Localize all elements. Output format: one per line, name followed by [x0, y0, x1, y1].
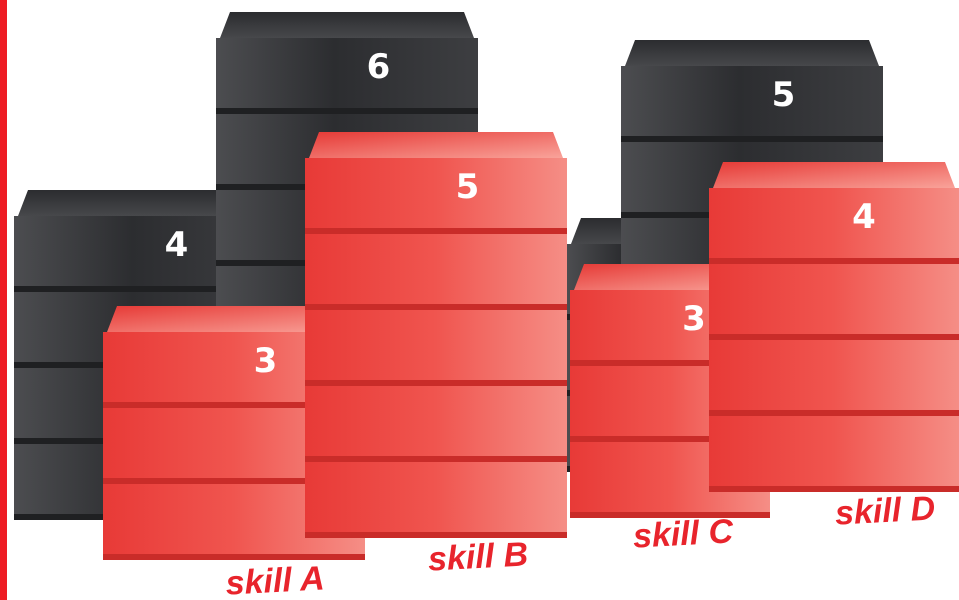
- category-label-skill-a: skill A: [225, 559, 326, 600]
- red-block-seam: [305, 228, 567, 234]
- red-block-seam: [305, 380, 567, 386]
- red-value-label: 5: [456, 167, 480, 207]
- red-block: [709, 264, 959, 334]
- dark-block-seam: [216, 108, 478, 114]
- red-block: [305, 462, 567, 532]
- dark-block: [621, 66, 883, 136]
- dark-block-seam: [621, 136, 883, 142]
- dark-stack-top: [220, 12, 474, 38]
- red-block-seam: [570, 512, 770, 518]
- red-block: [305, 386, 567, 456]
- red-block-seam: [570, 436, 770, 442]
- red-value-label: 3: [682, 299, 706, 339]
- category-label-skill-b: skill B: [427, 535, 529, 578]
- left-edge-bar: [0, 0, 7, 600]
- red-block-seam: [709, 486, 959, 492]
- red-series-stacks: 3 5 3 4: [103, 132, 959, 560]
- red-value-label: 3: [254, 341, 278, 381]
- category-label-skill-d: skill D: [834, 489, 936, 532]
- dark-value-label: 6: [367, 47, 391, 87]
- red-stack-top: [107, 306, 361, 332]
- red-block-seam: [570, 360, 770, 366]
- red-block: [305, 234, 567, 304]
- red-stack-1: 5: [305, 132, 567, 538]
- dark-stack-top: [625, 40, 879, 66]
- red-value-label: 4: [852, 197, 876, 237]
- dark-block: [216, 38, 478, 108]
- red-block: [709, 340, 959, 410]
- category-labels: skill A skill B skill C skill D: [225, 489, 936, 600]
- red-block-seam: [103, 478, 365, 484]
- red-block-seam: [103, 554, 365, 560]
- red-stack-3: 4: [709, 162, 959, 492]
- dark-stack-top: [18, 190, 272, 216]
- red-block-seam: [709, 334, 959, 340]
- dark-block-seam: [14, 286, 276, 292]
- red-block: [709, 188, 959, 258]
- red-block-seam: [305, 304, 567, 310]
- red-block-seam: [709, 258, 959, 264]
- red-block-seam: [103, 402, 365, 408]
- category-label-skill-c: skill C: [632, 512, 734, 555]
- red-stack-top: [309, 132, 563, 158]
- red-block-seam: [709, 410, 959, 416]
- dark-value-label: 4: [165, 225, 189, 265]
- red-block: [305, 158, 567, 228]
- red-block: [709, 416, 959, 486]
- red-stack-top: [713, 162, 955, 188]
- dark-value-label: 5: [772, 75, 796, 115]
- red-block-seam: [305, 532, 567, 538]
- red-block: [305, 310, 567, 380]
- red-block-seam: [305, 456, 567, 462]
